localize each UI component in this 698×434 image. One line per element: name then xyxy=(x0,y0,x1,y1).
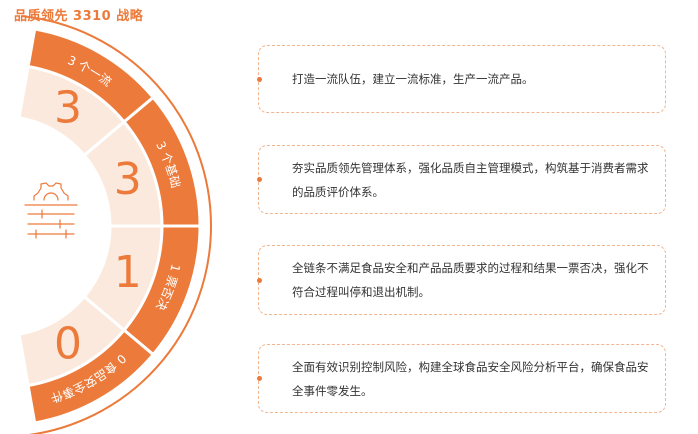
segment-digit: 1 xyxy=(114,247,142,298)
description-card-1: 打造一流队伍，建立一流标准，生产一流产品。 xyxy=(256,45,666,113)
gear-sliders-icon xyxy=(24,182,78,239)
segment-digit: 0 xyxy=(54,318,82,369)
bullet-dot xyxy=(256,277,262,283)
wheel-center xyxy=(0,116,110,336)
description-text: 打造一流队伍，建立一流标准，生产一流产品。 xyxy=(292,72,534,86)
outer-thin-arc xyxy=(21,15,212,434)
bullet-dot xyxy=(256,76,262,82)
description-text: 全面有效识别控制风险，构建全球食品安全风险分析平台，确保食品安全事件零发生。 xyxy=(292,359,649,398)
band-sector xyxy=(26,328,156,425)
description-text: 全链条不满足食品安全和产品品质要求的过程和结果一票否决，强化不符合过程叫停和退出… xyxy=(292,261,649,299)
description-card-3: 全链条不满足食品安全和产品品质要求的过程和结果一票否决，强化不符合过程叫停和退出… xyxy=(256,245,666,315)
bullet-dot xyxy=(256,177,262,182)
description-card-2: 夯实品质领先管理体系，强化品质自主管理模式，构筑基于消费者需求的品质评价体系。 xyxy=(256,145,666,214)
segment-digit: 3 xyxy=(114,154,142,205)
segment-digit: 3 xyxy=(54,83,82,134)
description-card-4: 全面有效识别控制风险，构建全球食品安全风险分析平台，确保食品安全事件零发生。 xyxy=(256,344,666,413)
bullet-dot xyxy=(256,376,262,381)
description-text: 夯实品质领先管理体系，强化品质自主管理模式，构筑基于消费者需求的品质评价体系。 xyxy=(292,160,649,199)
